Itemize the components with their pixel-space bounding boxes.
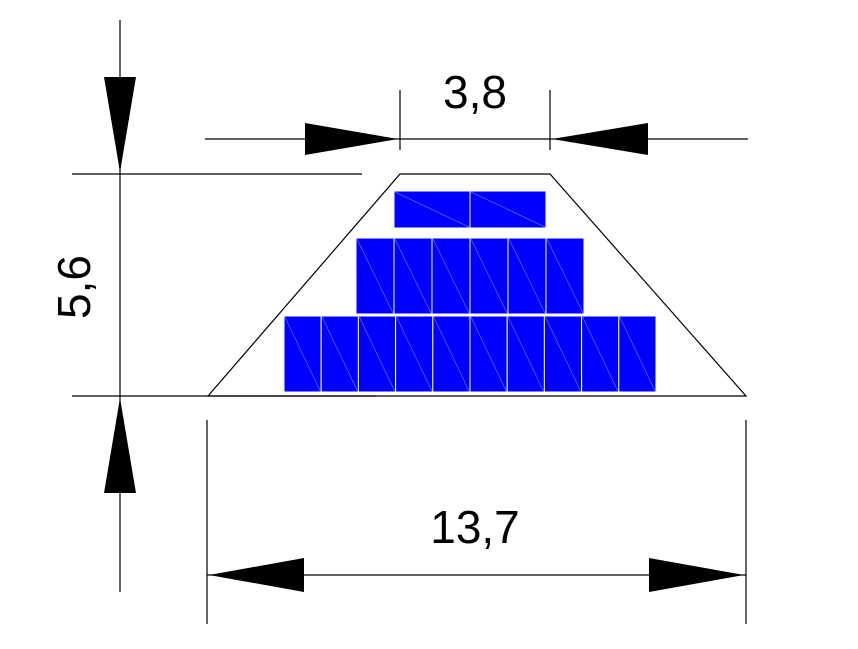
block-hatch-line [396,316,433,392]
top-width-arrow-left [305,123,398,155]
block-stack [283,190,657,393]
bottom-width-arrow-left [209,558,304,592]
block-hatch-line [546,238,584,314]
block-hatch-line [470,238,508,314]
bottom-width-label: 13,7 [430,501,520,553]
top-width-label: 3,8 [443,66,507,118]
block-hatch-line [356,238,394,314]
block-hatch-line [545,316,581,392]
block-hatch-line [582,316,619,392]
block-hatch-line [508,238,546,314]
height-arrow-bottom [104,398,136,493]
trapezoid-outline [206,173,748,397]
block-hatch-line [507,316,544,392]
block-hatch-line [433,316,470,392]
block-hatch-line [321,316,358,392]
block-hatch-line [470,316,507,392]
block-hatch-line [432,238,470,314]
block-hatch-line [284,316,321,392]
height-arrow-top [104,77,136,172]
height-label: 5,6 [48,255,100,319]
block-hatch-line [470,191,546,228]
block-hatch-line [394,191,470,228]
block-hatch-line [359,316,395,392]
block-hatch-line [619,316,656,392]
block-hatch-line [394,238,432,314]
top-width-arrow-right [552,123,648,155]
bottom-width-arrow-right [649,558,744,592]
